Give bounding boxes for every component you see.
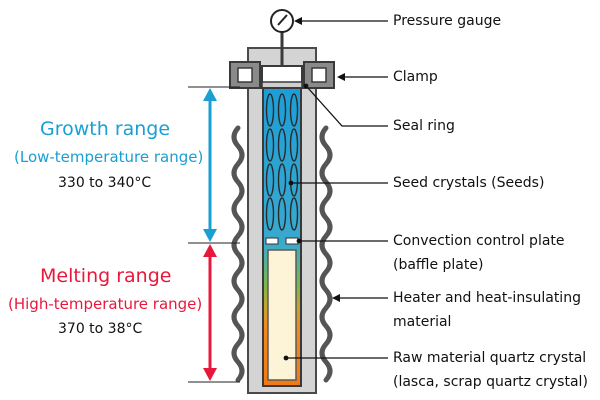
- growth-range-title: Growth range: [40, 118, 171, 140]
- label-pressure-gauge: Pressure gauge: [393, 13, 502, 29]
- label-heater-line2: material: [393, 314, 452, 330]
- melting-range-subtitle: (High-temperature range): [8, 295, 203, 313]
- raw-material-container: [267, 249, 297, 381]
- melting-range-title: Melting range: [40, 265, 172, 287]
- growth-range-temperature: 330 to 340°C: [58, 175, 152, 191]
- baffle-plate-right: [285, 237, 299, 245]
- label-seed-crystals: Seed crystals (Seeds): [393, 175, 545, 191]
- label-seal-ring: Seal ring: [393, 118, 455, 134]
- heater-left: [231, 125, 245, 383]
- label-convection-control-plate: Convection control plate: [393, 233, 565, 249]
- baffle-plate-left: [265, 237, 279, 245]
- melting-range-temperature: 370 to 38°C: [58, 321, 143, 337]
- heater-right: [319, 125, 333, 383]
- label-clamp: Clamp: [393, 69, 438, 85]
- seed-crystals: [265, 93, 299, 231]
- label-raw-material-line1: Raw material quartz crystal: [393, 350, 587, 366]
- label-raw-material-line2: (lasca, scrap quartz crystal): [393, 374, 588, 390]
- label-baffle-plate: (baffle plate): [393, 257, 484, 273]
- label-heater-line1: Heater and heat-insulating: [393, 290, 581, 306]
- growth-range-subtitle: (Low-temperature range): [14, 148, 204, 166]
